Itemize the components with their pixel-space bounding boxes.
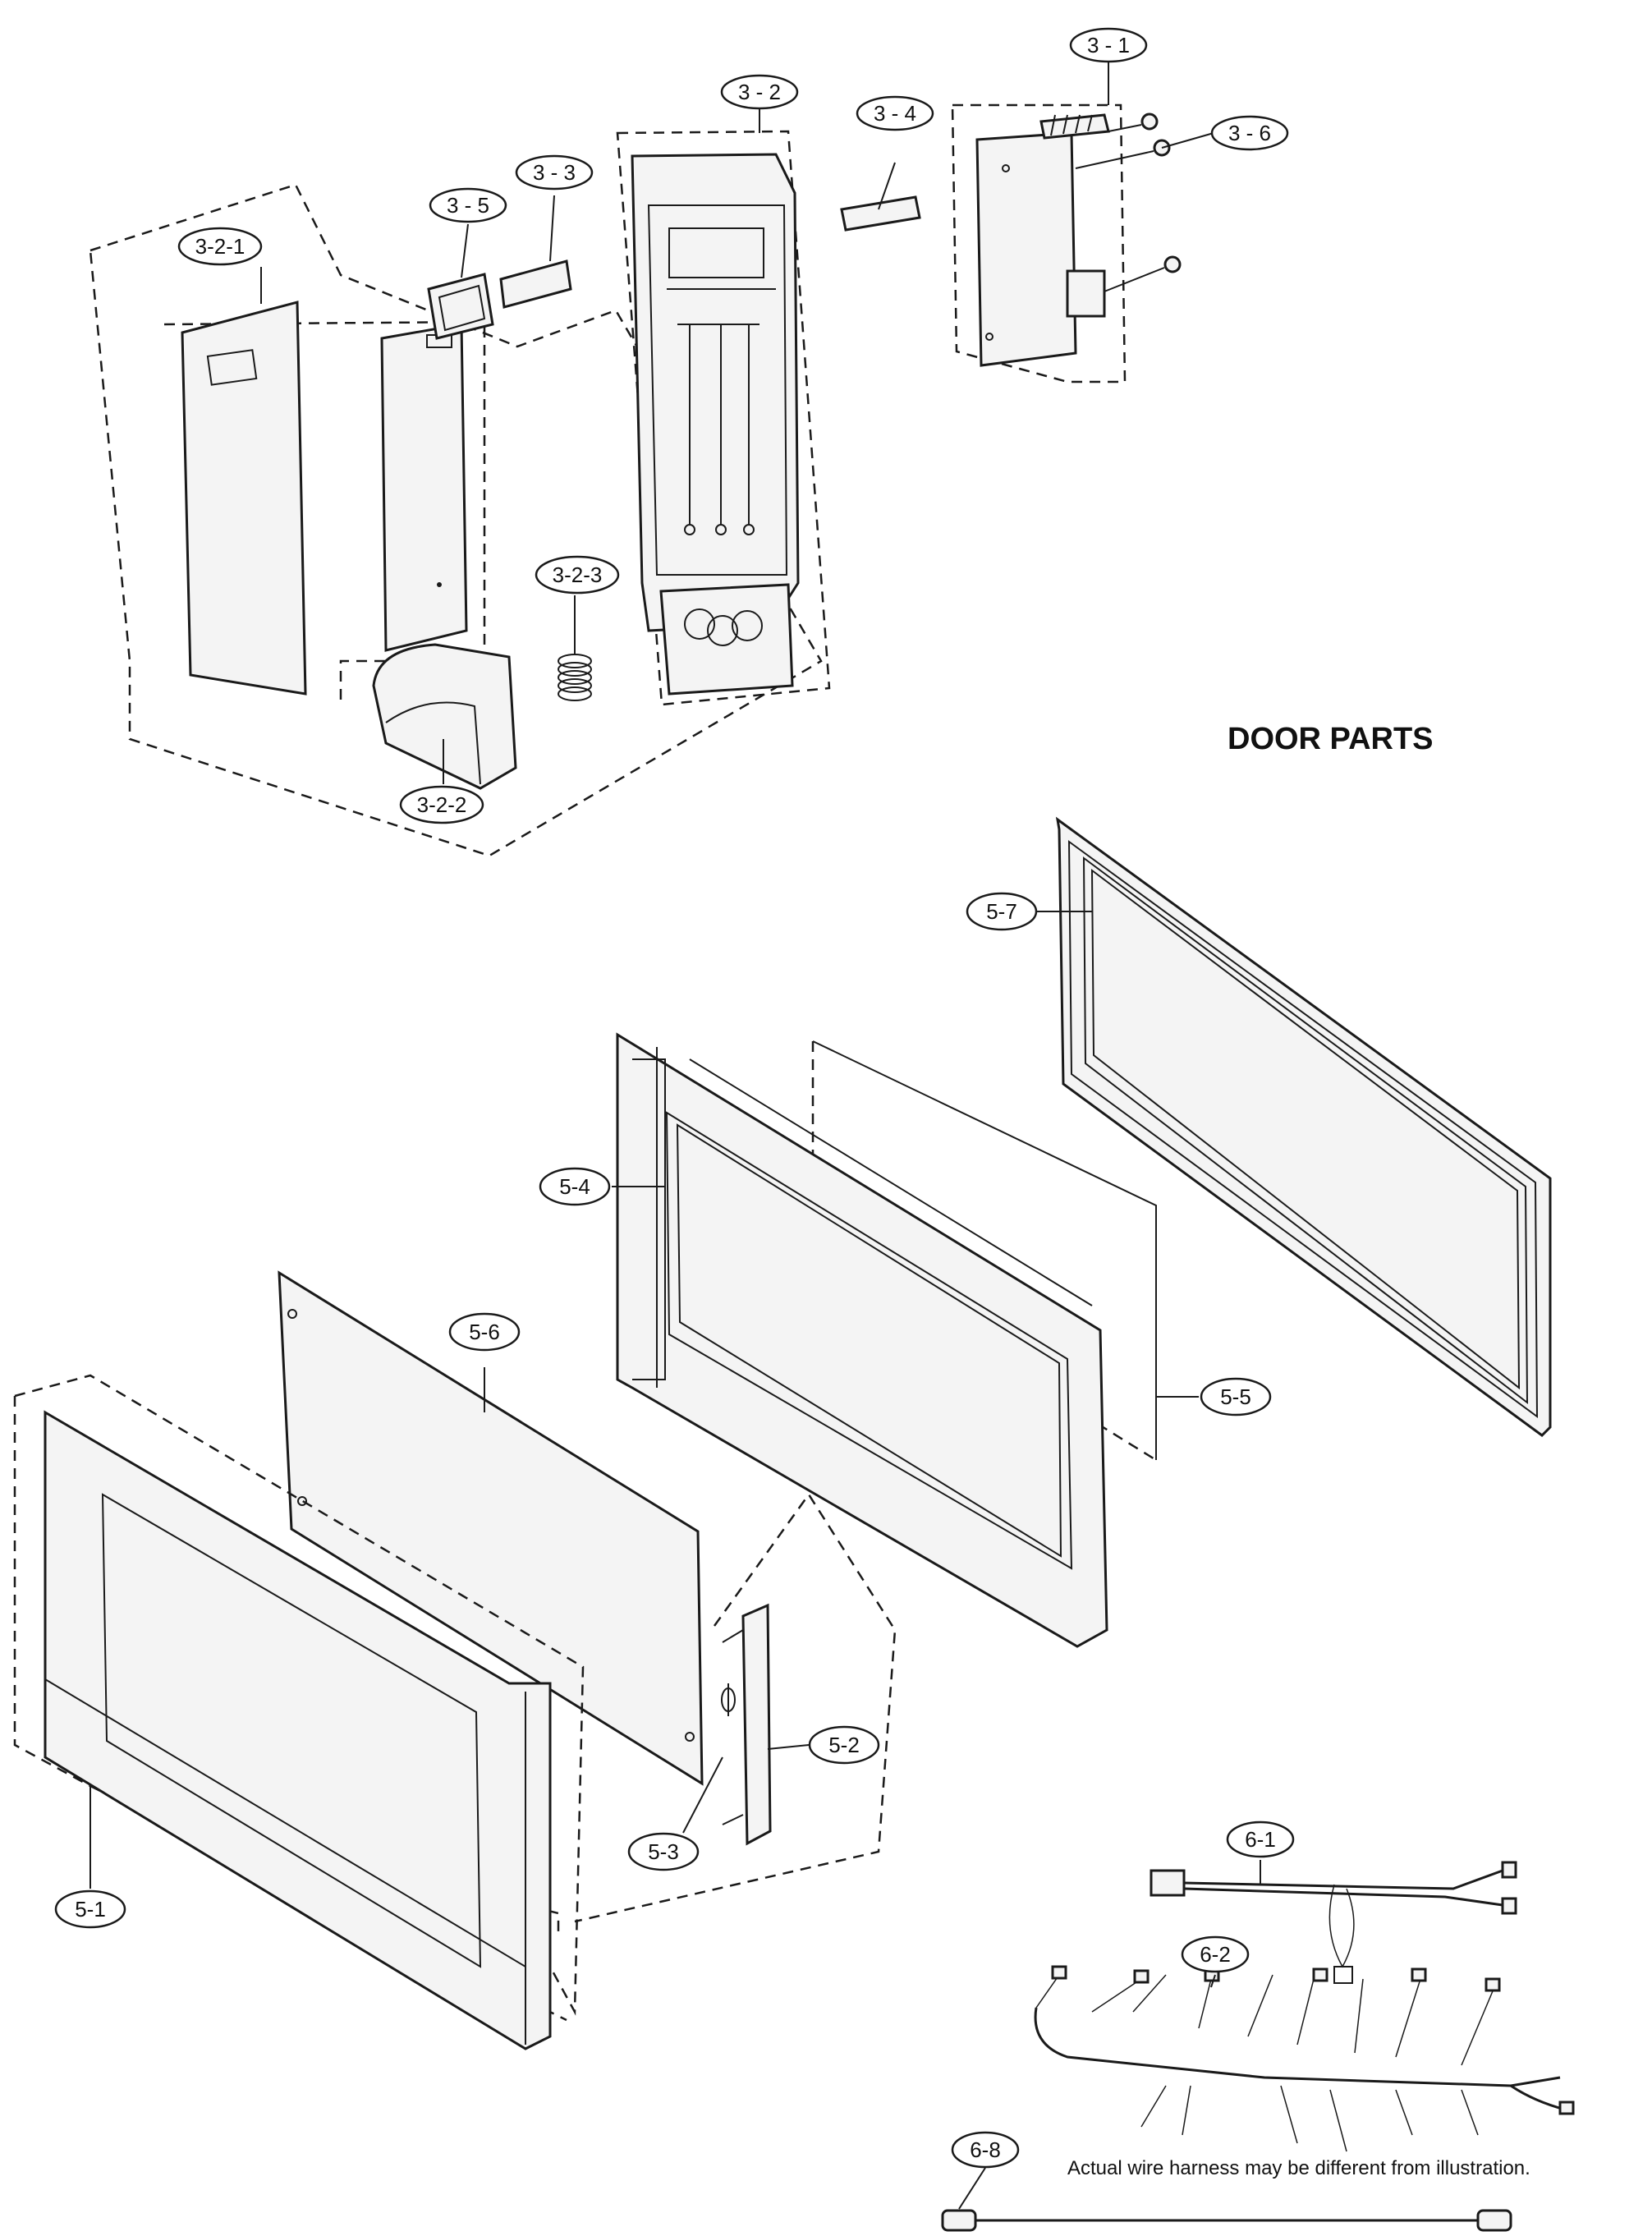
part-5-7-choke-frame [1055, 816, 1552, 1437]
svg-text:5-7: 5-7 [986, 899, 1017, 924]
part-3-2-1-membrane [181, 301, 307, 696]
part-3-3-plate [499, 259, 572, 309]
callout-5-3: 5-3 [627, 1832, 700, 1871]
door-group [13, 816, 1552, 2050]
svg-text:6-2: 6-2 [1200, 1942, 1231, 1967]
svg-text:6-8: 6-8 [970, 2137, 1001, 2162]
leader-lines [89, 61, 1261, 2210]
callout-6-8: 6-8 [951, 2131, 1020, 2169]
wire-harness-group [941, 1861, 1575, 2232]
callout-3-4: 3 - 4 [856, 95, 934, 131]
svg-text:5-3: 5-3 [648, 1839, 679, 1864]
callout-5-2: 5-2 [808, 1725, 880, 1765]
part-5-6-shield-plate [278, 1270, 704, 1786]
callout-3-2-1: 3-2-1 [177, 227, 263, 266]
callout-6-2: 6-2 [1181, 1935, 1250, 1973]
callout-5-6: 5-6 [448, 1312, 521, 1352]
callout-3-2-2: 3-2-2 [399, 785, 484, 824]
part-5-4-door-frame [616, 1032, 1108, 1648]
callout-3-1: 3 - 1 [1069, 27, 1148, 63]
callout-5-5: 5-5 [1200, 1377, 1272, 1416]
part-3-2-1-key-sheet [380, 323, 468, 652]
callout-5-4: 5-4 [539, 1167, 611, 1206]
control-panel-group [89, 103, 1182, 857]
svg-text:3-2-2: 3-2-2 [417, 792, 467, 817]
callout-6-1: 6-1 [1226, 1820, 1295, 1858]
svg-text:5-1: 5-1 [75, 1897, 106, 1921]
svg-text:5-6: 5-6 [469, 1320, 500, 1344]
callout-3-5: 3 - 5 [429, 187, 507, 223]
callout-3-2: 3 - 2 [720, 74, 799, 110]
part-3-2-panel-frame [616, 130, 831, 706]
svg-text:5-5: 5-5 [1220, 1384, 1251, 1409]
part-3-1-pcb [951, 103, 1127, 383]
callout-5-1: 5-1 [54, 1889, 126, 1929]
part-3-2-2-cover [372, 643, 517, 790]
part-5-1-door-front [13, 1374, 585, 2050]
svg-text:3 - 6: 3 - 6 [1228, 121, 1271, 145]
callout-3-6: 3 - 6 [1210, 115, 1289, 151]
svg-text:3 - 5: 3 - 5 [447, 193, 489, 218]
callout-3-2-3: 3-2-3 [535, 555, 620, 595]
part-6-8-harness [941, 2209, 1512, 2232]
svg-text:3 - 4: 3 - 4 [874, 101, 916, 126]
svg-text:3 - 2: 3 - 2 [738, 80, 781, 104]
svg-text:3-2-1: 3-2-1 [195, 234, 246, 259]
part-6-1-harness [1150, 1861, 1517, 1984]
part-3-6-screws [1075, 112, 1182, 292]
part-5-2-latch-group [574, 1492, 897, 1923]
svg-text:5-2: 5-2 [828, 1733, 860, 1757]
svg-text:3 - 1: 3 - 1 [1087, 33, 1130, 57]
svg-text:6-1: 6-1 [1245, 1827, 1276, 1852]
part-3-5-window [427, 273, 494, 340]
part-3-2-3-spring [558, 654, 592, 701]
svg-text:3-2-3: 3-2-3 [553, 562, 603, 587]
part-6-2-harness [1034, 1965, 1575, 2152]
part-3-4-pad [840, 195, 921, 232]
callout-3-3: 3 - 3 [515, 154, 594, 191]
callout-5-7: 5-7 [966, 892, 1038, 931]
page-title: DOOR PARTS [1228, 722, 1434, 756]
svg-text:3 - 3: 3 - 3 [533, 160, 576, 185]
harness-note: Actual wire harness may be different fro… [1067, 2157, 1530, 2179]
svg-text:5-4: 5-4 [559, 1174, 590, 1199]
